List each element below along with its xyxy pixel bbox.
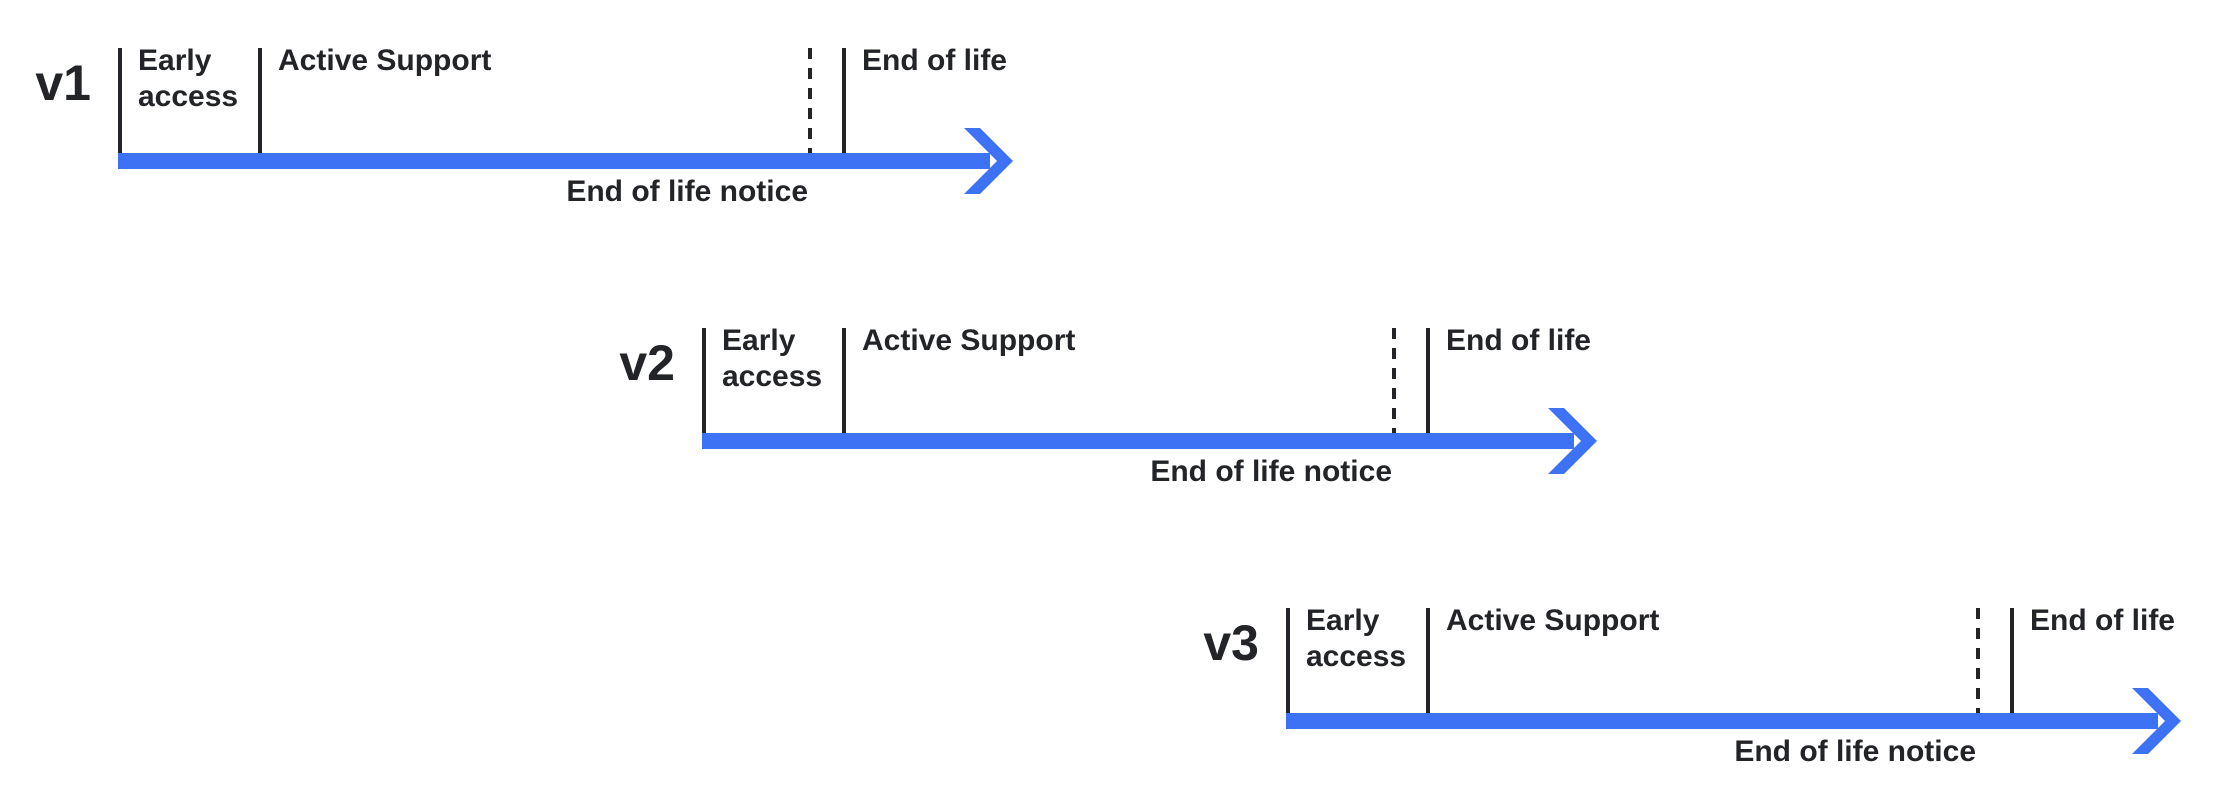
arrow-head xyxy=(1548,408,1597,474)
version-label-v2: v2 xyxy=(619,335,675,391)
active-support-start-tick xyxy=(842,328,846,433)
end-of-life-tick xyxy=(1426,328,1430,433)
timeline-v1: v1 Early access Active Support End of li… xyxy=(35,44,1018,223)
early-access-label: Early access xyxy=(138,44,239,113)
eol-notice-dashed-tick xyxy=(1392,328,1396,433)
end-of-life-tick xyxy=(842,48,846,153)
active-support-label: Active Support xyxy=(1446,604,1660,637)
early-access-label: Early access xyxy=(722,324,823,393)
timeline-arrow-icon xyxy=(118,128,1013,194)
version-label-v1: v1 xyxy=(35,55,91,111)
arrow-shaft xyxy=(118,153,990,169)
early-access-start-tick xyxy=(118,48,122,153)
active-support-label: Active Support xyxy=(862,324,1076,357)
eol-notice-label: End of life notice xyxy=(1150,455,1392,488)
early-access-start-tick xyxy=(1286,608,1290,713)
early-access-label: Early access xyxy=(1306,604,1407,673)
end-of-life-label: End of life xyxy=(1446,324,1591,357)
arrow-head xyxy=(2132,688,2181,754)
active-support-label: Active Support xyxy=(278,44,492,77)
timeline-v2: v2 Early access Active Support End of li… xyxy=(619,324,1602,503)
eol-notice-label: End of life notice xyxy=(566,175,808,208)
active-support-start-tick xyxy=(1426,608,1430,713)
end-of-life-label: End of life xyxy=(862,44,1007,77)
timeline-arrow-icon xyxy=(1286,688,2181,754)
timeline-v3: v3 Early access Active Support End of li… xyxy=(1203,604,2186,783)
version-label-v3: v3 xyxy=(1203,615,1259,671)
active-support-start-tick xyxy=(258,48,262,153)
arrow-shaft xyxy=(1286,713,2158,729)
arrow-head xyxy=(964,128,1013,194)
timeline-arrow-icon xyxy=(702,408,1597,474)
early-access-start-tick xyxy=(702,328,706,433)
end-of-life-tick xyxy=(2010,608,2014,713)
end-of-life-label: End of life xyxy=(2030,604,2175,637)
arrow-shaft xyxy=(702,433,1574,449)
eol-notice-dashed-tick xyxy=(808,48,812,153)
eol-notice-dashed-tick xyxy=(1976,608,1980,713)
eol-notice-label: End of life notice xyxy=(1734,735,1976,768)
